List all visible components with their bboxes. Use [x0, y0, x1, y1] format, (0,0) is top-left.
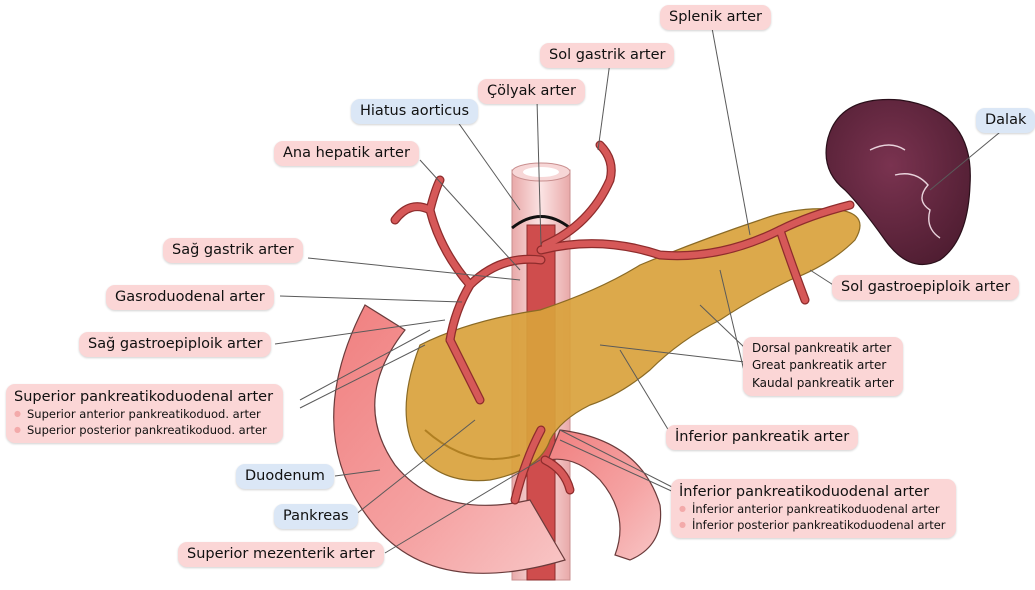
label-spleen: Dalak — [976, 108, 1035, 133]
sup-pd-title: Superior pankreatikoduodenal arter — [14, 388, 273, 406]
label-pancreas: Pankreas — [274, 504, 358, 529]
label-inferior-pancreaticoduodenal-artery: İnferior pankreatikoduodenal arter İnfer… — [671, 479, 956, 538]
label-pancreatic-arteries-group: Dorsal pankreatik arter Great pankreatik… — [743, 337, 903, 396]
label-duodenum: Duodenum — [236, 464, 334, 489]
label-celiac-artery: Çölyak arter — [478, 79, 585, 104]
label-right-gastric-artery: Sağ gastrik arter — [163, 238, 303, 263]
sup-pd-item-anterior: Superior anterior pankreatikoduod. arter — [14, 406, 273, 422]
inf-pd-title: İnferior pankreatikoduodenal arter — [679, 483, 946, 501]
label-great-pancreatic-artery: Great pankreatik arter — [752, 357, 894, 374]
label-superior-pancreaticoduodenal-artery: Superior pankreatikoduodenal arter Super… — [6, 384, 283, 443]
label-common-hepatic-artery: Ana hepatik arter — [274, 141, 419, 166]
label-caudal-pancreatic-artery: Kaudal pankreatik arter — [752, 375, 894, 392]
label-left-gastric-artery: Sol gastrik arter — [540, 43, 674, 68]
label-inferior-pancreatic-artery: İnferior pankreatik arter — [666, 425, 858, 450]
label-dorsal-pancreatic-artery: Dorsal pankreatik arter — [752, 340, 894, 357]
label-splenic-artery: Splenik arter — [660, 5, 771, 30]
inf-pd-item-anterior: İnferior anterior pankreatikoduodenal ar… — [679, 501, 946, 517]
label-hiatus-aorticus: Hiatus aorticus — [351, 99, 478, 124]
label-superior-mesenteric-artery: Superior mezenterik arter — [178, 542, 384, 567]
label-left-gastroepiploic-artery: Sol gastroepiploik arter — [832, 275, 1019, 300]
label-right-gastroepiploic-artery: Sağ gastroepiploik arter — [79, 332, 271, 357]
label-gastroduodenal-artery: Gasroduodenal arter — [106, 285, 274, 310]
sup-pd-item-posterior: Superior posterior pankreatikoduod. arte… — [14, 422, 273, 438]
inf-pd-item-posterior: İnferior posterior pankreatikoduodenal a… — [679, 517, 946, 533]
